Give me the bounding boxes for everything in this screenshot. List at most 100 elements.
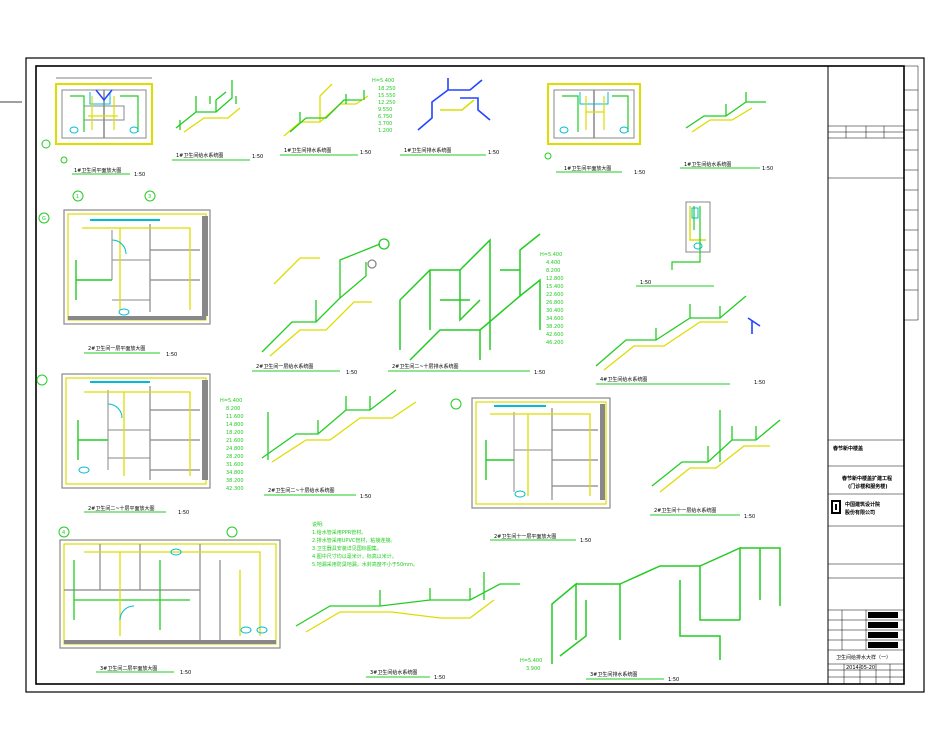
axis-label-3: 3	[148, 194, 151, 200]
svg-text:1.200: 1.200	[378, 128, 392, 134]
svg-text:42.300: 42.300	[226, 486, 244, 492]
svg-text:22.600: 22.600	[546, 292, 564, 298]
subproject-line2: (门诊楼和服务楼)	[848, 483, 888, 490]
svg-text:34.600: 34.600	[546, 316, 564, 322]
plan-2-level-1: 1 3 G	[38, 190, 211, 325]
outer-frame	[25, 57, 925, 693]
svg-text:15.400: 15.400	[546, 284, 564, 290]
plan-3-level-2: 4	[58, 526, 281, 649]
svg-text:18.200: 18.200	[226, 430, 244, 436]
iso-5-title: 2#卫生间一层给水系统图	[256, 363, 313, 370]
svg-text:3.700: 3.700	[378, 121, 392, 127]
sheet-date: 2014-05-20	[846, 665, 875, 671]
axis-label-1: 1	[76, 194, 79, 200]
plan-5-title: 2#卫生间十一层平面放大图	[494, 533, 556, 540]
svg-text:1:50: 1:50	[166, 352, 177, 358]
svg-text:38.200: 38.200	[546, 324, 564, 330]
svg-text:1:50: 1:50	[360, 494, 371, 500]
iso-6-title: 2#卫生间二~十层排水系统图	[392, 363, 459, 370]
subproject-line1: 春节新中楼盖扩建工程	[842, 475, 892, 482]
axis-label-g: G	[42, 216, 46, 222]
svg-text:8.200: 8.200	[546, 268, 560, 274]
iso-9	[651, 410, 781, 493]
svg-text:1:50: 1:50	[634, 170, 645, 176]
iso-4	[685, 92, 766, 133]
iso-8	[261, 389, 417, 463]
plan-1b	[544, 83, 641, 160]
iso-6	[399, 233, 541, 361]
svg-text:1:50: 1:50	[252, 154, 263, 160]
iso-9-title: 2#卫生间十一层给水系统图	[654, 507, 716, 514]
svg-text:4.图中尺寸均以毫米计，标高以米计。: 4.图中尺寸均以毫米计，标高以米计。	[312, 553, 397, 560]
svg-text:18.250: 18.250	[378, 86, 396, 92]
svg-text:1:50: 1:50	[762, 166, 773, 172]
svg-text:1:50: 1:50	[668, 677, 679, 683]
svg-text:9.550: 9.550	[378, 107, 392, 113]
svg-text:12.250: 12.250	[378, 100, 396, 106]
elevation-stack-1: H=5.400 18.250 15.550 12.250 9.550 6.750…	[372, 78, 396, 134]
iso-10-title: 3#卫生间给水系统图	[370, 669, 417, 676]
svg-text:1:50: 1:50	[580, 538, 591, 544]
iso-11-title: 3#卫生间排水系统图	[590, 671, 637, 678]
plan-3-title: 2#卫生间一层平面放大图	[88, 345, 145, 352]
svg-text:38.200: 38.200	[226, 478, 244, 484]
svg-text:H=5.400: H=5.400	[540, 252, 562, 258]
svg-text:1:50: 1:50	[744, 514, 755, 520]
notes: 说明: 1.给水管采用PPR管材。 2.排水管采用UPVC管材，粘接连接。 3.…	[312, 521, 418, 568]
company-line2: 股份有限公司	[845, 509, 875, 516]
svg-text:14.800: 14.800	[226, 422, 244, 428]
iso-5	[261, 238, 390, 357]
svg-text:21.600: 21.600	[226, 438, 244, 444]
svg-text:1:50: 1:50	[180, 670, 191, 676]
plan-1	[41, 77, 153, 164]
iso-4-title: 1#卫生间给水系统图	[684, 161, 731, 168]
project-name: 春节新中楼盖	[833, 445, 863, 452]
svg-text:说明:: 说明:	[312, 521, 324, 528]
svg-text:3.900: 3.900	[526, 666, 540, 672]
svg-text:6.750: 6.750	[378, 114, 392, 120]
svg-text:26.800: 26.800	[546, 300, 564, 306]
iso-3-title: 1#卫生间排水系统图	[404, 147, 451, 154]
svg-text:H=5.400: H=5.400	[520, 658, 542, 664]
company-line1: 中国建筑设计院	[845, 501, 880, 508]
detail-title: 1:50	[640, 280, 651, 286]
iso-7	[595, 295, 761, 371]
svg-text:5.地漏采用防臭地漏，水封高度不小于50mm。: 5.地漏采用防臭地漏，水封高度不小于50mm。	[312, 561, 418, 568]
svg-text:1:50: 1:50	[134, 172, 145, 178]
svg-text:1:50: 1:50	[488, 150, 499, 156]
iso-10	[295, 572, 520, 633]
elevation-stack-3: H=5.400 8.200 11.600 14.800 18.200 21.60…	[220, 398, 244, 492]
svg-text:1:50: 1:50	[434, 675, 445, 681]
plan-2-level-11	[450, 397, 611, 509]
svg-text:1:50: 1:50	[360, 150, 371, 156]
plan-6-title: 3#卫生间二层平面放大图	[100, 665, 157, 672]
plan-1-title: 1#卫生间平面放大图	[74, 167, 121, 174]
svg-text:2.排水管采用UPVC管材，粘接连接。: 2.排水管采用UPVC管材，粘接连接。	[312, 537, 395, 544]
svg-text:28.200: 28.200	[226, 454, 244, 460]
iso-7-title: 4#卫生间给水系统图	[600, 376, 647, 383]
svg-text:H=5.400: H=5.400	[372, 78, 394, 84]
svg-text:46.200: 46.200	[546, 340, 564, 346]
iso-11	[551, 546, 781, 664]
svg-text:12.800: 12.800	[546, 276, 564, 282]
plan-2-title: 1#卫生间平面放大图	[564, 165, 611, 172]
plan-4-title: 2#卫生间二~十层平面放大图	[88, 505, 155, 512]
svg-text:24.800: 24.800	[226, 446, 244, 452]
iso-1-title: 1#卫生间给水系统图	[176, 152, 223, 159]
axis-label-4: 4	[62, 530, 65, 536]
svg-text:11.600: 11.600	[226, 414, 244, 420]
elevation-stack-2: H=5.400 4.400 8.200 12.800 15.400 22.600…	[540, 252, 564, 346]
detail-small	[671, 201, 711, 270]
svg-text:1:50: 1:50	[178, 510, 189, 516]
svg-text:31.600: 31.600	[226, 462, 244, 468]
svg-text:30.400: 30.400	[546, 308, 564, 314]
iso-3	[417, 78, 491, 131]
svg-text:1:50: 1:50	[346, 370, 357, 376]
svg-text:1:50: 1:50	[534, 370, 545, 376]
svg-text:1:50: 1:50	[754, 380, 765, 386]
iso-1	[175, 80, 241, 133]
scale-markers: 1:50 1:50 1:50 1:50 1:50 1:50 1:50 1:50 …	[134, 150, 773, 683]
svg-text:34.800: 34.800	[226, 470, 244, 476]
title-block	[827, 65, 919, 684]
